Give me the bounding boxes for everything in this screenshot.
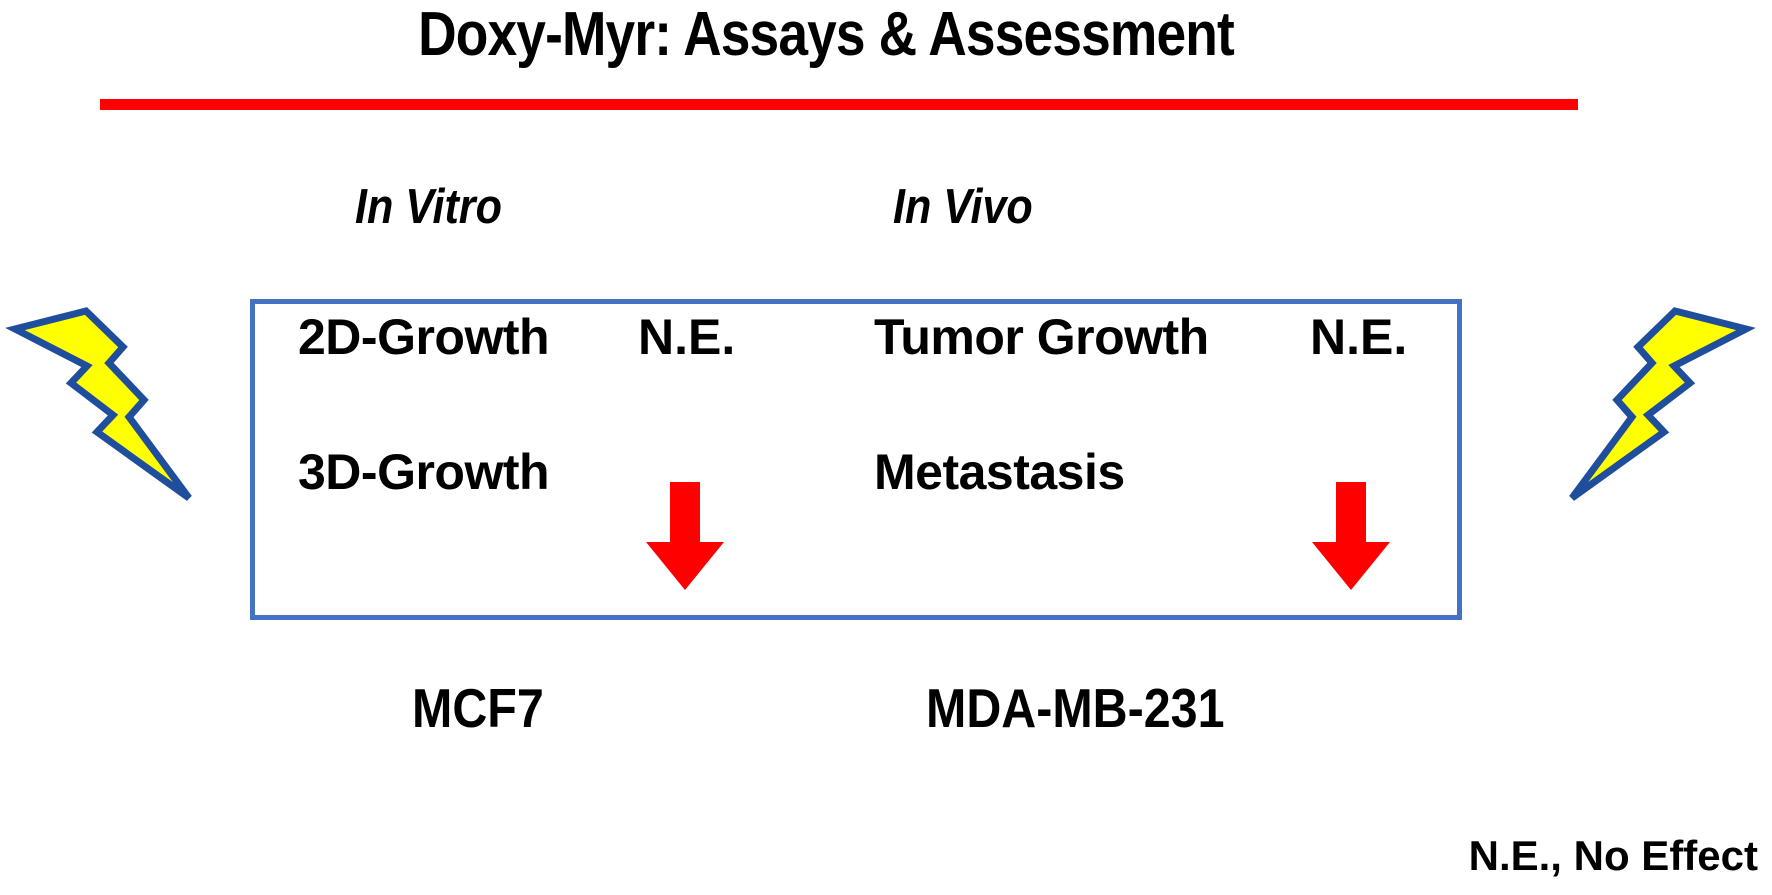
lightning-bolt-icon-left — [3, 284, 233, 512]
figure-title: Doxy-Myr: Assays & Assessment — [418, 0, 1235, 69]
assay-label-3d-growth: 3D-Growth — [298, 444, 550, 500]
result-in-vitro-2d-growth: N.E. — [638, 309, 736, 365]
cell-line-label-mcf7: MCF7 — [412, 677, 544, 739]
assay-label-tumor-growth: Tumor Growth — [874, 309, 1209, 365]
cell-line-label-mda-mb-231: MDA-MB-231 — [926, 677, 1225, 739]
figure-footnote: N.E., No Effect — [1468, 832, 1758, 879]
title-underline-rule — [100, 99, 1578, 110]
assay-label-2d-growth: 2D-Growth — [298, 309, 550, 365]
result-in-vivo-tumor-growth: N.E. — [1310, 309, 1408, 365]
column-heading-in-vivo: In Vivo — [893, 180, 1033, 234]
result-in-vitro-3d-growth-down-arrow-icon — [646, 482, 724, 590]
assay-label-metastasis: Metastasis — [874, 444, 1125, 500]
result-in-vivo-metastasis-down-arrow-icon — [1312, 482, 1390, 590]
column-heading-in-vitro: In Vitro — [355, 180, 502, 234]
lightning-bolt-icon-right — [1528, 284, 1758, 512]
assay-results-box — [250, 299, 1462, 620]
